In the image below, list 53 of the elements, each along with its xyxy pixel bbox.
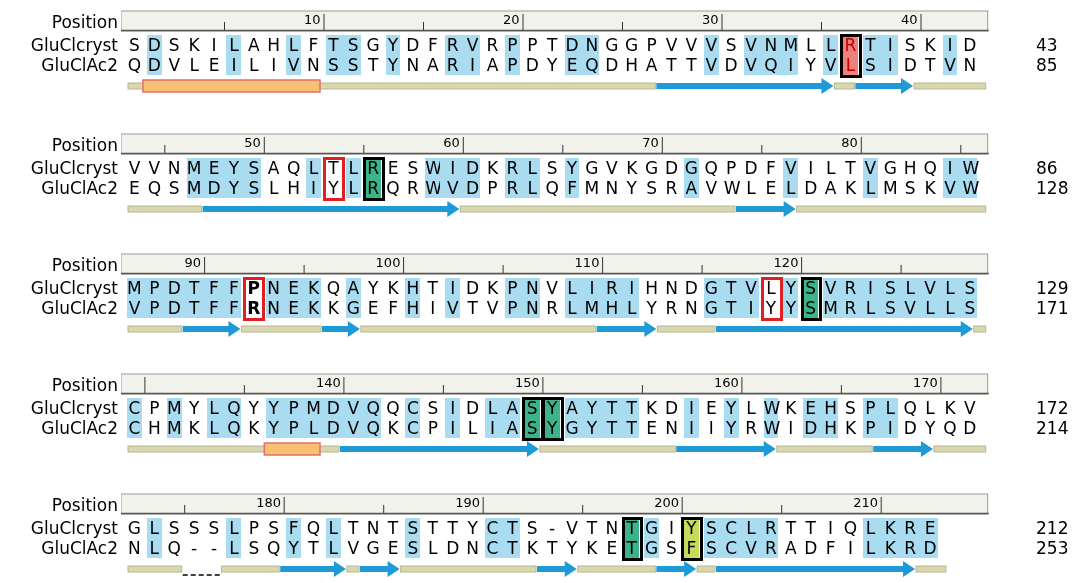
row-label: Position — [50, 255, 118, 275]
row-label: Position — [50, 495, 118, 515]
sequence-row: N L Q - - L S Q Y T L V G E S L D N C T K T Y K E T G S F S C V R A D F I L K R D — [127, 538, 938, 558]
residue-count: 214 — [1036, 418, 1069, 438]
sequence-name: GluClAc2 — [40, 55, 118, 75]
position-number: 140 — [315, 376, 341, 390]
sequence-name: GluClAc2 — [40, 418, 118, 438]
position-number: 20 — [503, 13, 520, 27]
position-number: 80 — [841, 136, 858, 150]
sequence-name: GluClcryst — [29, 398, 118, 418]
sequence-row: C H M K L Q K Y P L D V Q K C P I L I A S Y G Y T T E N I I Y R W I D H K P I D Y Q D — [127, 418, 978, 438]
position-number: 60 — [443, 136, 460, 150]
position-number: 190 — [455, 496, 480, 510]
sequence-name: GluClcryst — [29, 35, 118, 55]
position-number: 120 — [773, 256, 799, 270]
residue-count: 86 — [1036, 158, 1058, 178]
position-number: 150 — [514, 376, 540, 390]
row-label: Position — [50, 375, 118, 395]
position-number: 100 — [375, 256, 401, 270]
position-number: 70 — [642, 136, 659, 150]
residue-count: 212 — [1036, 518, 1069, 538]
sequence-name: GluClcryst — [29, 278, 118, 298]
position-number: 210 — [853, 496, 878, 510]
position-number: 170 — [912, 376, 938, 390]
residue-count: 129 — [1036, 278, 1069, 298]
position-number: 90 — [184, 256, 202, 270]
position-number: 160 — [713, 376, 739, 390]
position-number: 40 — [901, 13, 918, 27]
sequence-name: GluClAc2 — [40, 298, 118, 318]
residue-count: 43 — [1036, 35, 1058, 55]
row-label: Position — [50, 12, 118, 32]
residue-count: 172 — [1036, 398, 1069, 418]
sequence-row-text: S D S K I L A H L F T S G Y D F R V R P P T D N G G P V V V S V N M L L R T I S K I D — [128, 35, 978, 55]
sequence-name: GluClAc2 — [40, 538, 118, 558]
residue-count: 128 — [1036, 178, 1069, 198]
sequence-row: M P D T F F P N E K Q A Y K H T I D K P N V L I R I H N D G T V L Y S V R I S L V L S — [127, 278, 978, 298]
position-number: 180 — [256, 496, 281, 510]
residue-count: 85 — [1036, 55, 1058, 75]
position-number: 50 — [244, 136, 261, 150]
sequence-row: Q D V L E I L I V N S S T Y N A R I A P D Y E Q D H A T T V D V Q I Y V L S I D T V N — [127, 55, 978, 75]
position-number: 10 — [304, 13, 321, 27]
sequence-name: GluClcryst — [29, 158, 118, 178]
position-number: 30 — [702, 13, 719, 27]
residue-count: 171 — [1036, 298, 1069, 318]
sequence-row: G L S S S L P S F Q L T N T S T T Y C T S - V T N T G I Y S C L R T T I Q L K R E — [127, 518, 938, 538]
sequence-row: V P D T F F R N E K K G E F H I V T V P N R L M H L Y R N G T I Y Y S M R L S V L L S — [127, 298, 978, 318]
position-number: 110 — [574, 256, 600, 270]
sequence-name: GluClcryst — [29, 518, 118, 538]
position-number: 200 — [654, 496, 679, 510]
row-label: Position — [50, 135, 118, 155]
sequence-row-text: C P M Y L Q Y Y P M D V Q Q C S I D L A S Y A Y T T K D I E Y L W K E H S P L Q L K V — [127, 398, 977, 418]
residue-count: 253 — [1036, 538, 1069, 558]
sequence-name: GluClAc2 — [40, 178, 118, 198]
